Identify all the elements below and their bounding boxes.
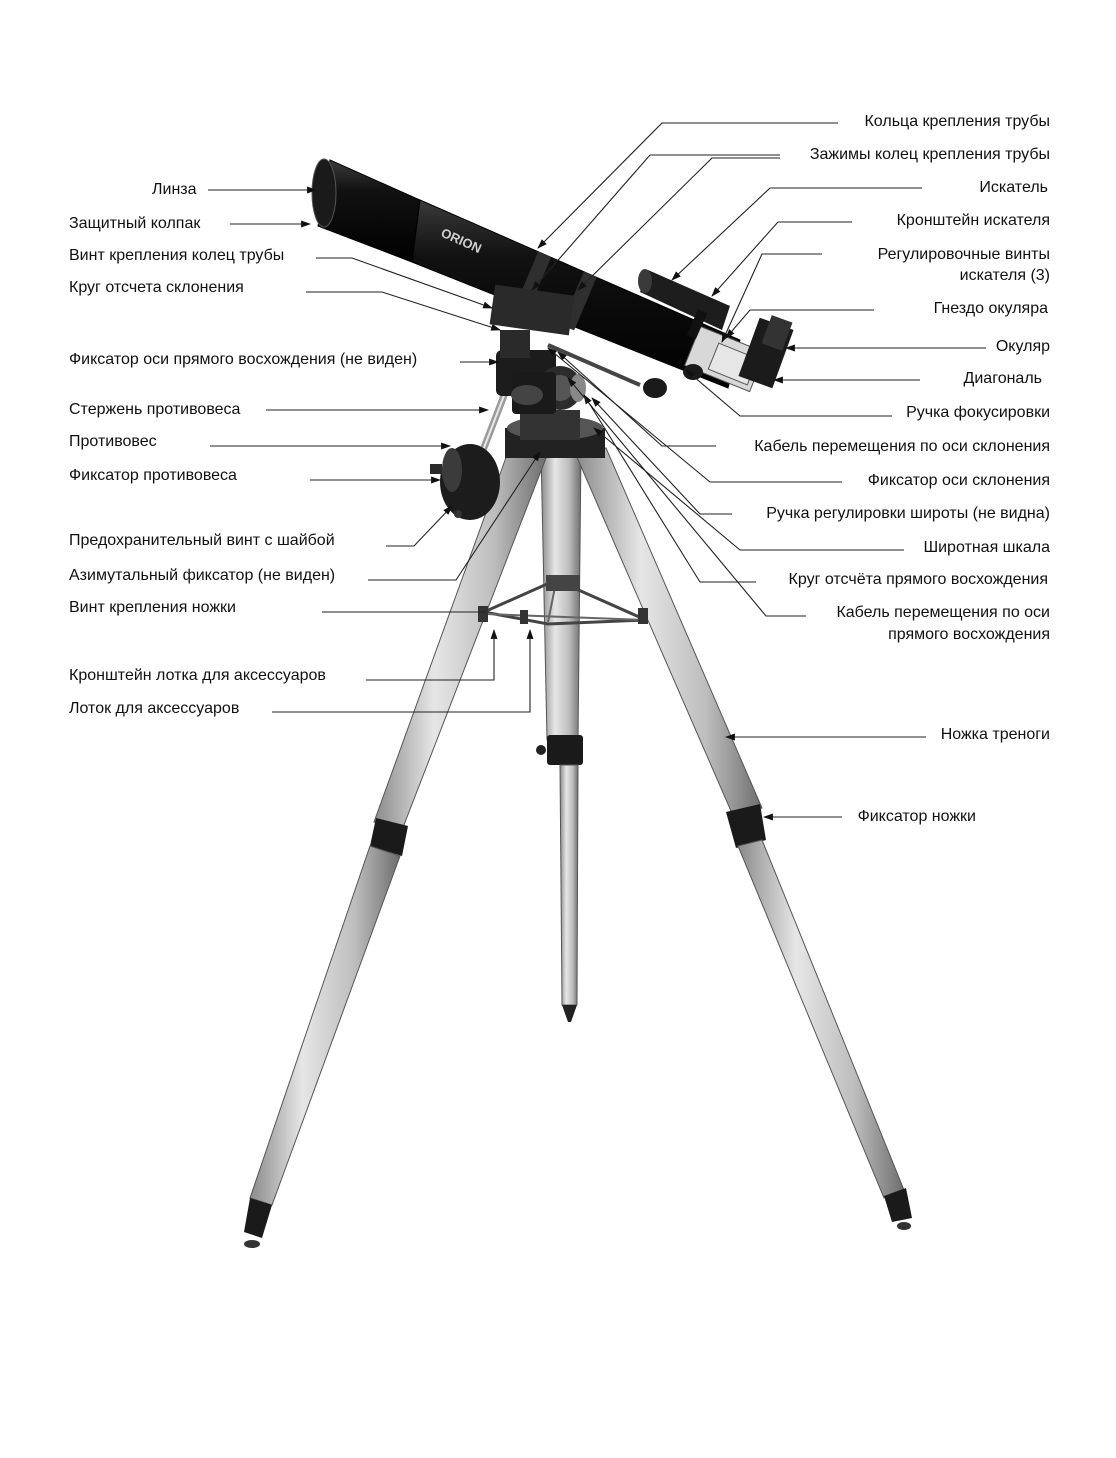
telescope-illustration: ORION (244, 159, 912, 1248)
label-latitude-knob: Ручка регулировки широты (не видна) (766, 505, 1050, 522)
label-safety-screw: Предохранительный винт с шайбой (69, 532, 335, 549)
tripod-right-leg (576, 448, 912, 1230)
label-latitude-scale: Широтная шкала (923, 539, 1050, 556)
label-tray-bracket: Кронштейн лотка для аксессуаров (69, 667, 326, 684)
label-tube-rings: Кольца крепления трубы (864, 113, 1050, 130)
label-ra-circle: Круг отсчёта прямого восхождения (789, 571, 1048, 588)
label-cw-lock: Фиксатор противовеса (69, 467, 237, 484)
label-tripod-leg: Ножка треноги (941, 726, 1050, 743)
label-tray: Лоток для аксессуаров (69, 700, 239, 717)
label-tube-ring-clamps: Зажимы колец крепления трубы (810, 146, 1050, 163)
tripod-head (505, 410, 605, 458)
label-focus-knob: Ручка фокусировки (906, 404, 1050, 421)
label-finder-bracket: Кронштейн искателя (897, 212, 1050, 229)
tripod-rear-leg (536, 450, 583, 1022)
label-finder-screws-line1: Регулировочные винты (878, 246, 1050, 263)
label-finder-screws-line2: искателя (3) (960, 267, 1050, 284)
label-dec-lock: Фиксатор оси склонения (868, 472, 1050, 489)
label-cw-shaft: Стержень противовеса (69, 401, 241, 418)
label-ra-lock: Фиксатор оси прямого восхождения (не вид… (69, 351, 417, 368)
label-lens: Линза (152, 181, 197, 198)
label-ra-cable-line1: Кабель перемещения по оси (836, 604, 1050, 621)
label-dew-cap: Защитный колпак (69, 215, 201, 232)
label-dec-circle: Круг отсчета склонения (69, 279, 244, 296)
label-finder: Искатель (979, 179, 1048, 196)
label-counterweight: Противовес (69, 433, 157, 450)
label-ring-screw: Винт крепления колец трубы (69, 247, 284, 264)
label-eyepiece-socket: Гнездо окуляра (934, 300, 1048, 317)
label-diagonal: Диагональ (964, 370, 1042, 387)
label-leg-screw: Винт крепления ножки (69, 599, 236, 616)
label-azimuth-lock: Азимутальный фиксатор (не виден) (69, 567, 335, 584)
label-ra-cable-line2: прямого восхождения (888, 626, 1050, 643)
label-leg-lock: Фиксатор ножки (858, 808, 976, 825)
label-eyepiece: Окуляр (996, 338, 1050, 355)
label-dec-cable: Кабель перемещения по оси склонения (754, 438, 1050, 455)
